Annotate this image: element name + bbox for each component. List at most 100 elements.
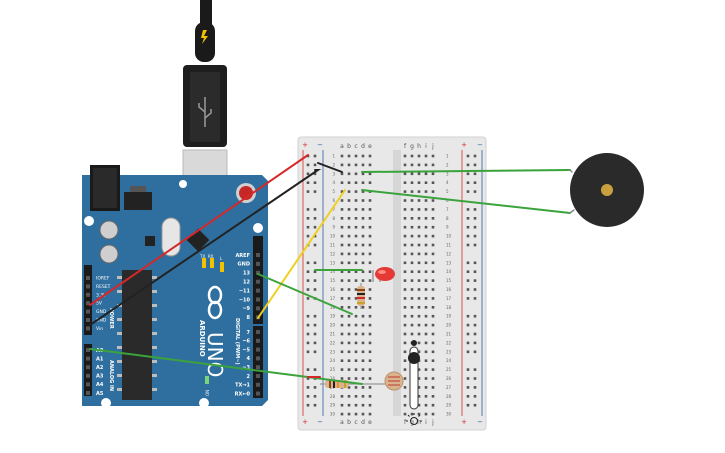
breadboard-hole[interactable] <box>361 252 365 256</box>
rail-hole[interactable] <box>473 163 477 167</box>
breadboard-hole[interactable] <box>354 234 358 238</box>
breadboard-hole[interactable] <box>347 172 351 176</box>
breadboard-hole[interactable] <box>368 181 372 184</box>
rail-hole[interactable] <box>306 190 310 193</box>
breadboard-hole[interactable] <box>410 323 414 327</box>
breadboard-hole[interactable] <box>431 368 435 371</box>
breadboard-hole[interactable] <box>347 154 351 158</box>
slider-knob[interactable] <box>408 352 420 364</box>
rail-hole[interactable] <box>306 350 310 354</box>
breadboard-hole[interactable] <box>431 332 435 336</box>
breadboard-hole[interactable] <box>340 190 344 193</box>
rail-hole[interactable] <box>473 341 477 345</box>
breadboard-hole[interactable] <box>403 217 407 220</box>
breadboard-hole[interactable] <box>368 386 372 389</box>
breadboard-hole[interactable] <box>354 217 358 220</box>
rail-hole[interactable] <box>313 225 317 229</box>
rail-hole[interactable] <box>313 341 317 345</box>
breadboard-hole[interactable] <box>354 252 358 256</box>
rail-hole[interactable] <box>466 243 470 247</box>
breadboard-hole[interactable] <box>417 199 421 202</box>
rail-hole[interactable] <box>313 208 317 211</box>
breadboard-hole[interactable] <box>368 395 372 398</box>
rail-hole[interactable] <box>466 163 470 167</box>
breadboard-hole[interactable] <box>340 279 344 282</box>
breadboard-hole[interactable] <box>424 332 428 336</box>
breadboard-hole[interactable] <box>340 217 344 220</box>
wire-pin13-green[interactable] <box>257 273 353 315</box>
wire-a0-green[interactable] <box>89 348 363 385</box>
rail-hole[interactable] <box>466 234 470 238</box>
breadboard-hole[interactable] <box>417 368 421 371</box>
breadboard-hole[interactable] <box>340 350 344 354</box>
breadboard-hole[interactable] <box>347 350 351 354</box>
breadboard-hole[interactable] <box>431 217 435 220</box>
rail-hole[interactable] <box>466 368 470 371</box>
breadboard-hole[interactable] <box>417 395 421 398</box>
breadboard-hole[interactable] <box>410 225 414 229</box>
breadboard-hole[interactable] <box>431 412 435 416</box>
rail-hole[interactable] <box>466 261 470 265</box>
breadboard-hole[interactable] <box>403 252 407 256</box>
breadboard-hole[interactable] <box>417 386 421 389</box>
digital-pin[interactable] <box>256 253 260 257</box>
breadboard-hole[interactable] <box>431 314 435 318</box>
breadboard-hole[interactable] <box>424 403 428 407</box>
wire-gnd-black[interactable] <box>89 169 322 326</box>
rail-hole[interactable] <box>473 208 477 211</box>
breadboard-hole[interactable] <box>354 270 358 273</box>
breadboard-hole[interactable] <box>410 163 414 167</box>
breadboard-hole[interactable] <box>403 181 407 184</box>
breadboard-hole[interactable] <box>403 288 407 291</box>
rail-hole[interactable] <box>313 332 317 336</box>
breadboard-hole[interactable] <box>417 323 421 327</box>
rail-hole[interactable] <box>473 154 477 158</box>
breadboard-hole[interactable] <box>340 377 344 380</box>
breadboard-hole[interactable] <box>410 172 414 176</box>
breadboard-hole[interactable] <box>340 163 344 167</box>
breadboard-hole[interactable] <box>361 181 365 184</box>
breadboard-hole[interactable] <box>347 243 351 247</box>
breadboard-hole[interactable] <box>403 403 407 407</box>
rail-hole[interactable] <box>466 190 470 193</box>
breadboard-hole[interactable] <box>424 243 428 247</box>
breadboard-hole[interactable] <box>403 190 407 193</box>
breadboard-hole[interactable] <box>403 234 407 238</box>
rail-hole[interactable] <box>306 288 310 291</box>
breadboard-hole[interactable] <box>347 332 351 336</box>
breadboard-hole[interactable] <box>368 332 372 336</box>
breadboard-hole[interactable] <box>424 377 428 380</box>
breadboard-hole[interactable] <box>361 270 365 273</box>
rail-hole[interactable] <box>313 234 317 238</box>
resistor-led[interactable] <box>357 283 365 309</box>
breadboard-hole[interactable] <box>361 243 365 247</box>
breadboard-hole[interactable] <box>410 314 414 318</box>
breadboard-hole[interactable] <box>340 332 344 336</box>
breadboard-hole[interactable] <box>340 234 344 238</box>
breadboard-hole[interactable] <box>340 225 344 229</box>
breadboard-hole[interactable] <box>361 395 365 398</box>
breadboard-hole[interactable] <box>431 341 435 345</box>
breadboard-hole[interactable] <box>354 359 358 362</box>
breadboard-hole[interactable] <box>424 368 428 371</box>
breadboard-hole[interactable] <box>424 208 428 211</box>
breadboard-hole[interactable] <box>354 377 358 380</box>
breadboard-hole[interactable] <box>368 234 372 238</box>
breadboard-hole[interactable] <box>417 208 421 211</box>
rail-hole[interactable] <box>473 181 477 184</box>
breadboard-hole[interactable] <box>361 261 365 265</box>
wire-pin8-yellow[interactable] <box>257 189 346 319</box>
breadboard-hole[interactable] <box>368 297 372 300</box>
rail-hole[interactable] <box>306 395 310 398</box>
breadboard-hole[interactable] <box>368 252 372 256</box>
rail-hole[interactable] <box>473 297 477 300</box>
breadboard-hole[interactable] <box>417 261 421 265</box>
breadboard-hole[interactable] <box>410 261 414 265</box>
breadboard-hole[interactable] <box>424 217 428 220</box>
breadboard-hole[interactable] <box>340 208 344 211</box>
breadboard-hole[interactable] <box>417 181 421 184</box>
breadboard-hole[interactable] <box>347 181 351 184</box>
breadboard-hole[interactable] <box>417 217 421 220</box>
breadboard-hole[interactable] <box>347 208 351 211</box>
breadboard-hole[interactable] <box>368 199 372 202</box>
